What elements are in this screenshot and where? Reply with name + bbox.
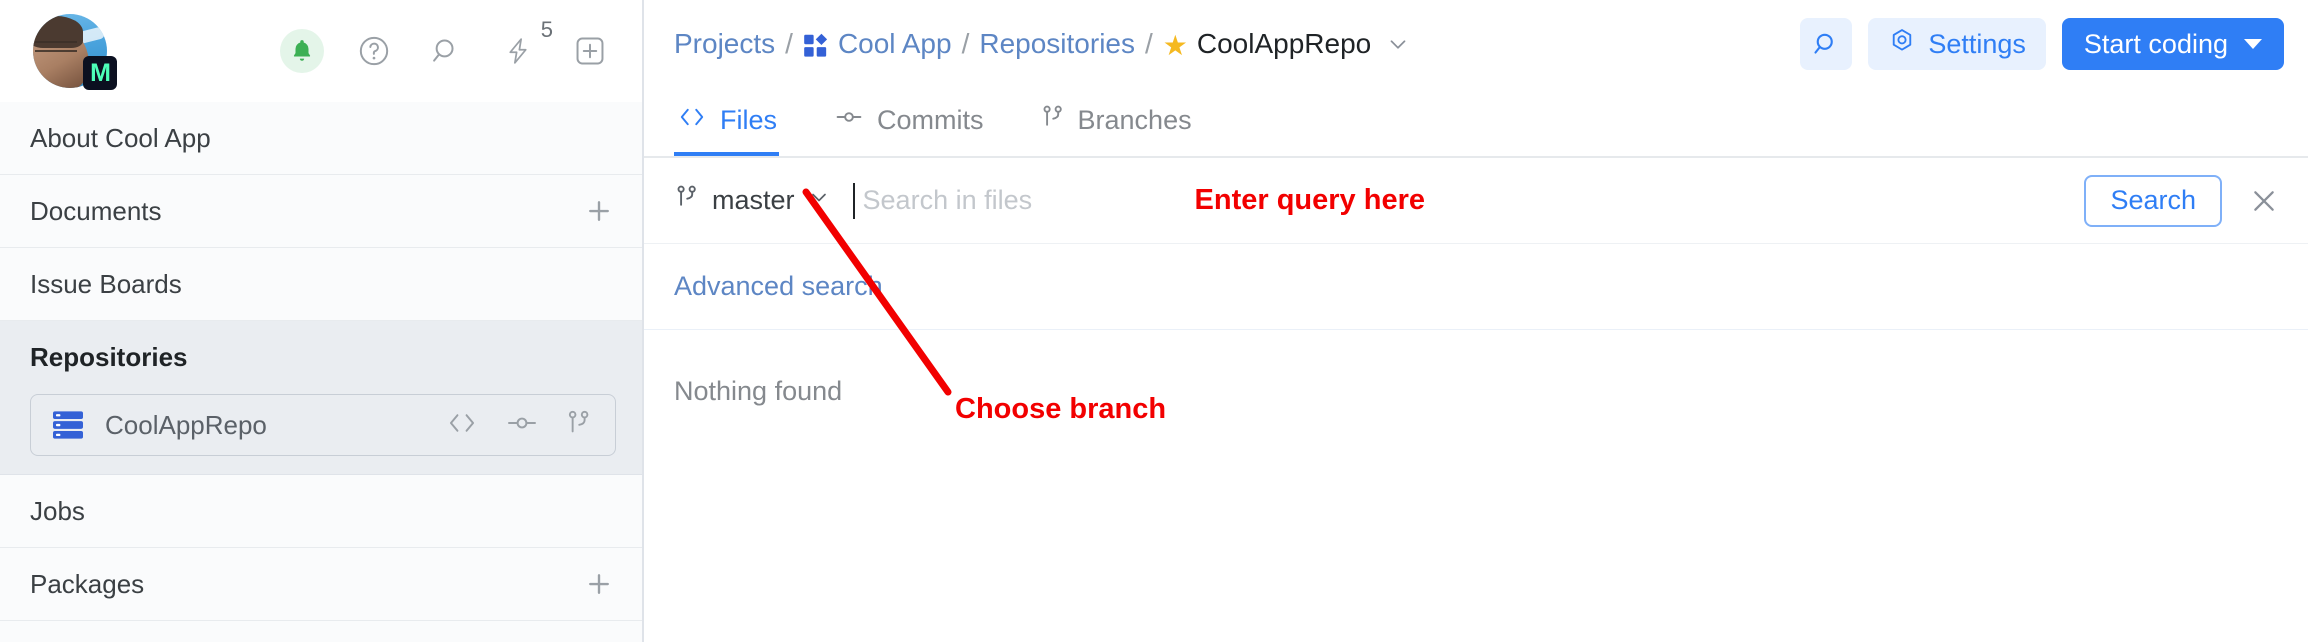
annotation-choose-branch: Choose branch xyxy=(955,393,1167,425)
avatar[interactable]: M xyxy=(33,14,117,90)
breadcrumb-separator: / xyxy=(785,28,793,59)
sidebar-item-packages[interactable]: Packages xyxy=(0,548,642,621)
breadcrumb-separator: / xyxy=(1145,28,1153,59)
sidebar-item-label: About Cool App xyxy=(30,122,211,153)
sidebar-item-jobs[interactable]: Jobs xyxy=(0,475,642,548)
file-search-bar: master Enter query here Search xyxy=(644,158,2308,244)
settings-label: Settings xyxy=(1928,28,2026,59)
sidebar-item-label: Documents xyxy=(30,195,162,226)
star-favorite-icon[interactable]: ★ xyxy=(1162,29,1188,61)
search-icon[interactable] xyxy=(424,29,468,73)
activity-count-badge: 5 xyxy=(540,17,553,42)
sidebar-repo-coolapprepo[interactable]: CoolAppRepo xyxy=(30,394,616,456)
sidebar-topbar: M 5 xyxy=(0,0,642,102)
code-icon xyxy=(676,105,708,136)
activity-bolt-icon[interactable]: 5 xyxy=(496,17,553,73)
advanced-search-link[interactable]: Advanced search xyxy=(674,271,883,301)
branches-icon xyxy=(674,184,700,217)
project-squares-icon xyxy=(803,33,829,59)
sidebar-item-about-cool-app[interactable]: About Cool App xyxy=(0,102,642,175)
help-question-icon[interactable] xyxy=(352,29,396,73)
repo-quick-actions xyxy=(445,409,593,442)
tab-branches[interactable]: Branches xyxy=(1038,88,1194,156)
header-actions: Settings Start coding xyxy=(1800,18,2284,70)
left-sidebar: M 5 xyxy=(0,0,644,642)
empty-results-label: Nothing found xyxy=(674,376,843,406)
tab-label: Commits xyxy=(877,104,984,135)
repo-tabs: Files Commits Branches xyxy=(644,88,2308,158)
header-search-icon[interactable] xyxy=(1800,18,1853,70)
repositories-group: CoolAppRepo xyxy=(0,394,642,475)
main-header: Projects / Cool App / Repositories / ★ C… xyxy=(644,0,2308,88)
sidebar-item-label: Packages xyxy=(30,568,145,599)
breadcrumb-separator: / xyxy=(961,28,970,59)
tab-files[interactable]: Files xyxy=(674,88,780,156)
sidebar-item-label: Jobs xyxy=(30,495,85,526)
user-avatar-photo xyxy=(33,14,107,88)
sidebar-item-issue-boards[interactable]: Issue Boards xyxy=(0,248,642,321)
search-results: Nothing found xyxy=(644,330,2308,642)
chevron-down-icon[interactable] xyxy=(2244,39,2262,49)
avatar-glasses xyxy=(35,41,77,52)
main-content: Projects / Cool App / Repositories / ★ C… xyxy=(644,0,2308,642)
close-icon[interactable] xyxy=(2244,181,2284,221)
sidebar-item-label: Repositories xyxy=(30,342,188,372)
add-new-icon[interactable] xyxy=(568,29,612,73)
add-package-plus-icon[interactable] xyxy=(582,567,616,601)
search-input-wrap: Enter query here xyxy=(852,175,2085,226)
sidebar-item-documents[interactable]: Documents xyxy=(0,175,642,248)
tab-commits[interactable]: Commits xyxy=(831,88,986,156)
sidebar-top-icons: 5 xyxy=(280,17,612,73)
sidebar-item-label: Issue Boards xyxy=(30,268,182,299)
chevron-down-icon[interactable] xyxy=(807,185,831,216)
start-coding-label: Start coding xyxy=(2083,28,2228,59)
commits-icon[interactable] xyxy=(505,410,539,441)
branch-selector[interactable]: master xyxy=(674,184,831,217)
code-icon[interactable] xyxy=(445,410,479,441)
tab-label: Branches xyxy=(1077,104,1192,135)
breadcrumb-current-repo: CoolAppRepo xyxy=(1196,28,1372,59)
breadcrumb-project[interactable]: Cool App xyxy=(837,28,952,59)
search-input[interactable] xyxy=(854,175,1185,226)
avatar-badge-m: M xyxy=(83,56,117,90)
branch-name-label: master xyxy=(712,185,795,215)
gear-icon xyxy=(1888,27,1916,62)
breadcrumb-projects[interactable]: Projects xyxy=(674,28,776,59)
commits-icon xyxy=(833,105,865,136)
chevron-down-icon[interactable] xyxy=(1385,31,1411,57)
breadcrumb: Projects / Cool App / Repositories / ★ C… xyxy=(674,28,1411,61)
branches-icon[interactable] xyxy=(565,409,593,442)
settings-button[interactable]: Settings xyxy=(1868,18,2046,70)
sidebar-item-repositories[interactable]: Repositories xyxy=(0,321,642,394)
tab-label: Files xyxy=(720,104,778,135)
search-button[interactable]: Search xyxy=(2084,174,2222,227)
breadcrumb-repositories[interactable]: Repositories xyxy=(979,28,1135,59)
annotation-enter-query: Enter query here xyxy=(1194,184,1426,216)
branches-icon xyxy=(1040,104,1066,137)
repo-name-label: CoolAppRepo xyxy=(105,409,267,440)
start-coding-button[interactable]: Start coding xyxy=(2061,18,2284,70)
notifications-bell-icon[interactable] xyxy=(280,29,324,73)
advanced-search-row: Advanced search xyxy=(644,244,2308,330)
repository-icon xyxy=(51,410,85,440)
add-document-plus-icon[interactable] xyxy=(582,194,616,228)
sidebar-nav: About Cool App Documents Issue Boards Re… xyxy=(0,102,642,621)
